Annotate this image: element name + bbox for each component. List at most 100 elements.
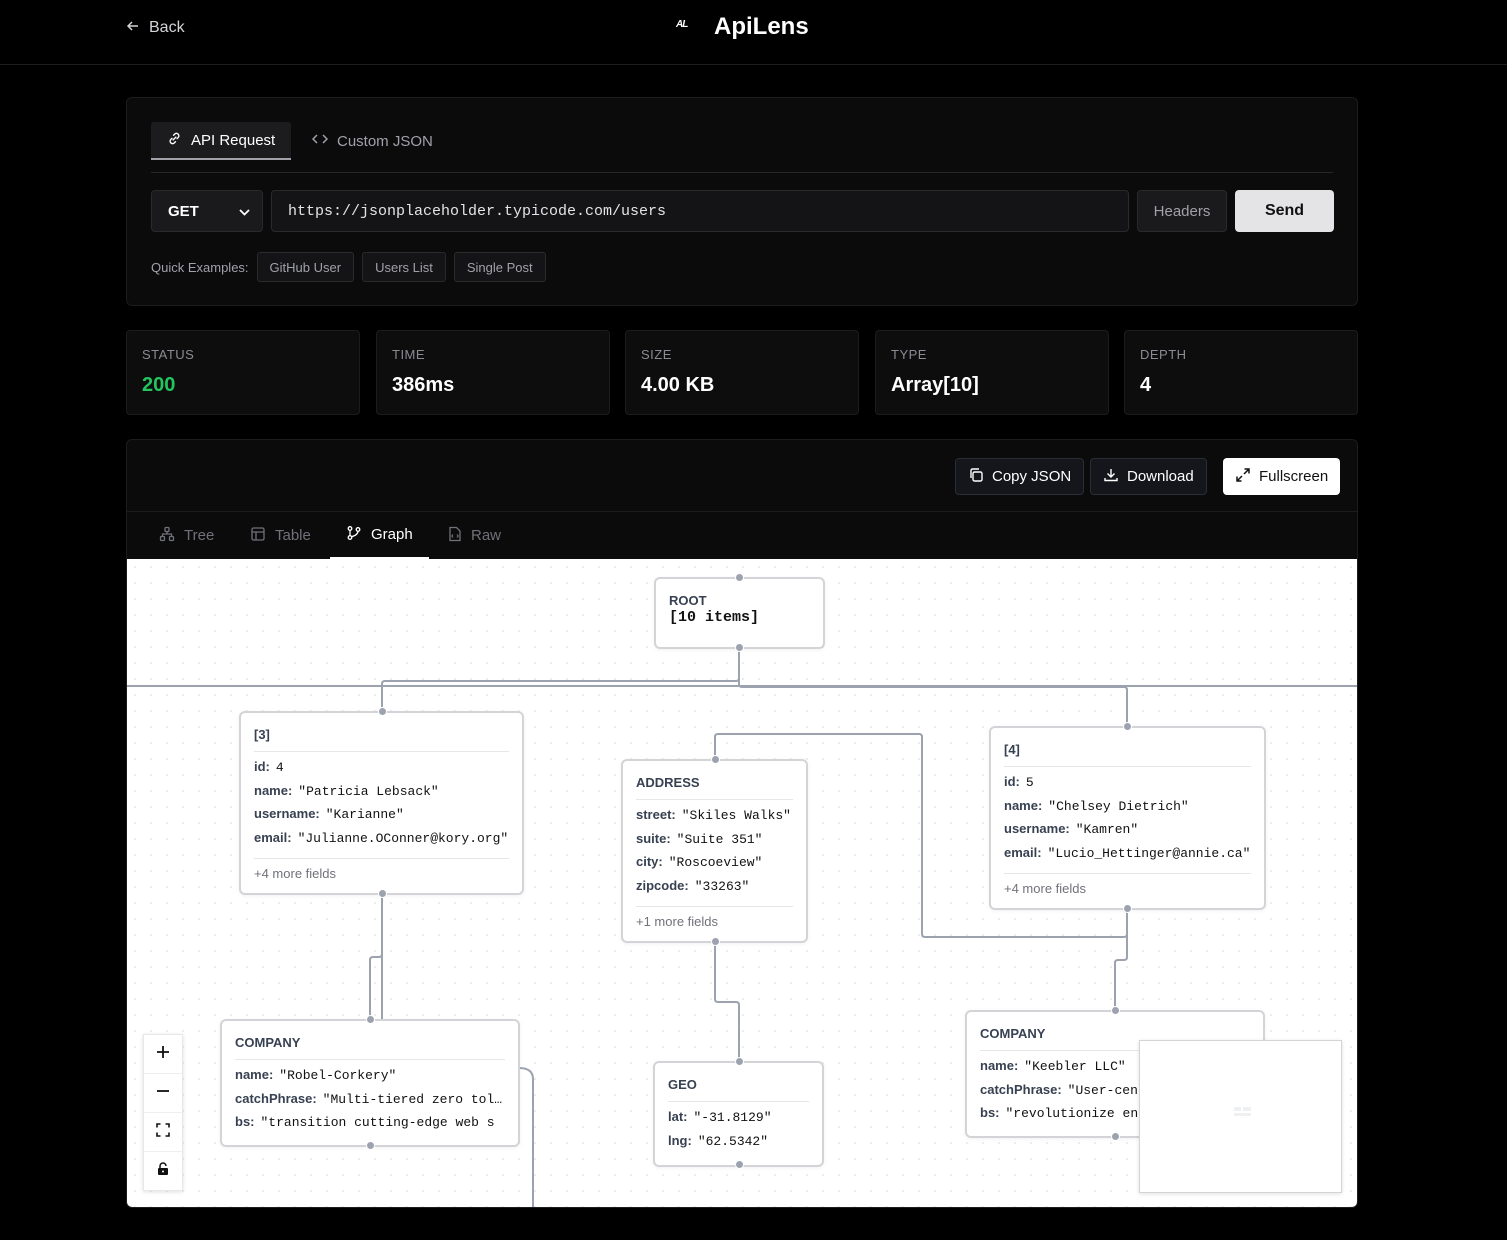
node-title: COMPANY (235, 1035, 301, 1050)
headers-button[interactable]: Headers (1137, 190, 1227, 232)
node-title: COMPANY (980, 1026, 1046, 1041)
tab-table[interactable]: Table (234, 512, 327, 559)
node-handle[interactable] (735, 573, 744, 582)
stat-status: STATUS 200 (126, 330, 360, 415)
example-users-list[interactable]: Users List (362, 252, 446, 282)
node-field: id:5 (1004, 774, 1251, 798)
node-field: city:"Roscoeview" (636, 854, 793, 878)
back-button[interactable]: Back (126, 18, 185, 38)
view-tabs: Tree Table Graph Raw (127, 512, 1357, 559)
quick-examples-label: Quick Examples: (151, 259, 249, 275)
stat-size: SIZE 4.00 KB (625, 330, 859, 415)
node-fields: name:"Keebler LLC" catchPhrase:"User-cen… (980, 1050, 1250, 1129)
field-key: catchPhrase: (235, 1090, 317, 1106)
edge-item4-address (714, 733, 1128, 938)
graph-canvas[interactable]: ROOT [10 items] [3] id:4 name:"Patricia … (127, 559, 1357, 1207)
field-key: catchPhrase: (980, 1081, 1062, 1097)
stat-value: 200 (142, 374, 176, 396)
example-single-post[interactable]: Single Post (453, 252, 546, 282)
table-icon (250, 526, 266, 546)
edge-item3-company-alt (369, 894, 383, 1020)
tab-custom-json[interactable]: Custom JSON (296, 122, 449, 160)
field-key: suite: (636, 830, 671, 846)
field-value: "Chelsey Dietrich" (1048, 798, 1189, 814)
field-key: lng: (668, 1132, 692, 1148)
fullscreen-button[interactable]: Fullscreen (1223, 458, 1341, 495)
tab-raw[interactable]: Raw (432, 512, 517, 559)
node-address[interactable]: ADDRESS street:"Skiles Walks" suite:"Sui… (621, 759, 808, 943)
download-button[interactable]: Download (1090, 458, 1207, 495)
field-key: username: (1004, 821, 1070, 836)
tab-tree[interactable]: Tree (143, 512, 230, 559)
more-fields-link[interactable]: +4 more fields (254, 858, 509, 881)
field-key: email: (1004, 844, 1042, 860)
chevron-down-icon (239, 203, 250, 220)
method-value: GET (168, 202, 199, 220)
node-handle[interactable] (378, 707, 387, 716)
node-handle[interactable] (378, 889, 387, 898)
field-key: name: (980, 1058, 1019, 1073)
lock-button[interactable] (144, 1152, 182, 1191)
zoom-in-button[interactable] (144, 1035, 182, 1074)
node-handle[interactable] (735, 1057, 744, 1066)
stat-label: TYPE (891, 347, 927, 362)
quick-examples: Quick Examples: GitHub User Users List S… (151, 252, 546, 282)
node-geo[interactable]: GEO lat:"-31.8129" lng:"62.5342" (653, 1061, 824, 1167)
node-field: zipcode:"33263" (636, 878, 793, 902)
node-field: email: "Julianne.OConner@kory.org" (254, 830, 509, 854)
node-fields: name:"Robel-Corkery" catchPhrase:"Multi-… (235, 1059, 505, 1138)
node-root[interactable]: ROOT [10 items] (654, 577, 825, 649)
url-input[interactable]: https://jsonplaceholder.typicode.com/use… (271, 190, 1129, 232)
method-select[interactable]: GET (151, 190, 263, 232)
more-fields-link[interactable]: +1 more fields (636, 906, 793, 929)
node-item-3[interactable]: [3] id:4 name:"Patricia Lebsack" usernam… (239, 711, 524, 895)
node-company[interactable]: COMPANY name:"Robel-Corkery" catchPhrase… (220, 1019, 520, 1147)
field-value: "transition cutting-edge web s (260, 1115, 495, 1130)
tab-graph[interactable]: Graph (330, 512, 429, 559)
node-handle[interactable] (735, 1160, 744, 1169)
fit-view-button[interactable] (144, 1113, 182, 1152)
send-button[interactable]: Send (1235, 190, 1334, 232)
more-fields-link[interactable]: +4 more fields (1004, 873, 1251, 896)
example-github-user[interactable]: GitHub User (256, 252, 355, 282)
copy-icon (968, 467, 984, 487)
node-handle[interactable] (1111, 1132, 1120, 1141)
viewer-toolbar: Copy JSON Download Fullscreen (127, 440, 1357, 512)
edge-root-item4 (738, 648, 1128, 728)
field-key: name: (254, 782, 293, 798)
field-value: "Lucio_Hettinger@annie.ca" (1047, 845, 1251, 861)
node-item-4[interactable]: [4] id:5 name:"Chelsey Dietrich" usernam… (989, 726, 1266, 910)
node-handle[interactable] (1123, 722, 1132, 731)
minimap[interactable] (1139, 1040, 1342, 1193)
field-value: "revolutionize en (1005, 1106, 1139, 1121)
node-field: name: "Chelsey Dietrich" (1004, 798, 1251, 822)
node-handle[interactable] (711, 937, 720, 946)
edge-root-offscreen-right (738, 648, 1357, 687)
node-handle[interactable] (366, 1141, 375, 1150)
node-handle[interactable] (366, 1015, 375, 1024)
node-handle[interactable] (735, 643, 744, 652)
zoom-out-button[interactable] (144, 1074, 182, 1113)
field-key: name: (1004, 797, 1043, 813)
tab-label: Raw (471, 527, 502, 544)
copy-json-button[interactable]: Copy JSON (955, 458, 1085, 495)
node-field: email: "Lucio_Hettinger@annie.ca" (1004, 845, 1251, 869)
fit-view-icon (156, 1122, 170, 1142)
field-value: "Julianne.OConner@kory.org" (297, 830, 509, 846)
node-handle[interactable] (1123, 904, 1132, 913)
field-value: "Keebler LLC" (1024, 1059, 1126, 1074)
node-handle[interactable] (1111, 1006, 1120, 1015)
lock-icon (157, 1162, 169, 1181)
node-handle[interactable] (711, 755, 720, 764)
field-value: "Suite 351" (676, 831, 763, 847)
field-key: email: (254, 829, 292, 845)
graph-icon (346, 525, 362, 545)
field-key: lat: (668, 1109, 688, 1124)
copy-json-label: Copy JSON (992, 468, 1072, 485)
arrow-left-icon (126, 19, 140, 38)
field-value: "33263" (694, 878, 750, 894)
field-value: "Skiles Walks" (681, 808, 791, 823)
field-value: "Patricia Lebsack" (298, 783, 439, 799)
tab-api-request[interactable]: API Request (151, 122, 292, 160)
download-icon (1103, 467, 1119, 487)
